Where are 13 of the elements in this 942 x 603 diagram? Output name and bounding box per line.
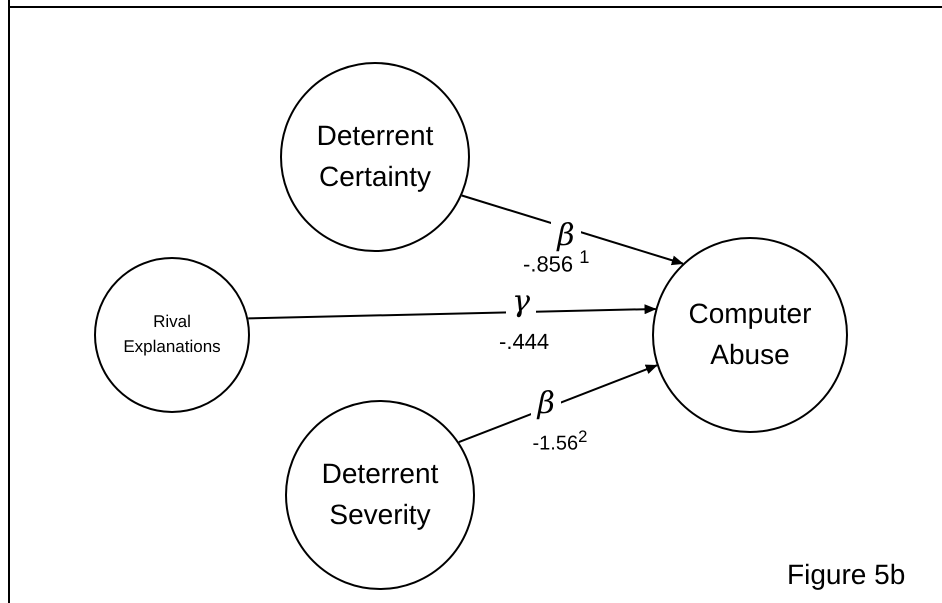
coefficient-label: -1.56$^{2}$: [532, 426, 588, 456]
arrow: [248, 304, 657, 320]
figure-caption: Figure 5b: [787, 559, 906, 591]
node-label: Deterrent Certainty: [316, 119, 434, 194]
concept-circle: [652, 237, 848, 433]
node-label: Computer Abuse: [688, 297, 812, 372]
concept-circle: [285, 400, 475, 590]
coefficient-label: -.444: [499, 329, 550, 355]
edge-label: β: [531, 389, 561, 420]
node-label: Deterrent Severity: [320, 457, 440, 532]
concept-circle: [280, 62, 470, 252]
concept-circle: [94, 257, 250, 413]
node-label: Rival Explanations: [122, 311, 222, 358]
